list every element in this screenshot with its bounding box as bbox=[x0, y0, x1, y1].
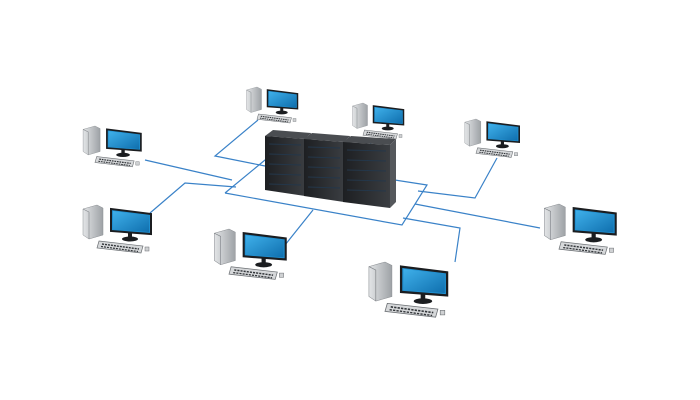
tower-case bbox=[246, 86, 262, 113]
tower-case bbox=[82, 125, 101, 156]
cable-line bbox=[149, 182, 237, 214]
desktop-computer-icon bbox=[82, 125, 142, 168]
mouse bbox=[439, 310, 446, 316]
tower-case bbox=[214, 228, 236, 265]
tower-case bbox=[368, 261, 393, 302]
mouse bbox=[292, 118, 297, 122]
mouse bbox=[398, 134, 403, 138]
desktop-computer-icon bbox=[544, 203, 617, 255]
tower-case bbox=[544, 203, 566, 240]
desktop-computer-icon bbox=[464, 118, 521, 158]
cable-line bbox=[284, 209, 314, 246]
server-rack-icon bbox=[343, 136, 396, 208]
mouse bbox=[144, 246, 150, 252]
network-cables bbox=[144, 119, 541, 263]
mouse bbox=[135, 161, 140, 166]
cable-line bbox=[224, 159, 428, 226]
cable-line bbox=[417, 157, 498, 199]
mouse bbox=[279, 272, 284, 278]
desktop-computer-icon bbox=[368, 261, 449, 318]
tower-case bbox=[464, 118, 481, 147]
cable-line bbox=[402, 217, 461, 263]
tower-case bbox=[352, 102, 368, 129]
mouse bbox=[514, 152, 518, 157]
workstations bbox=[82, 86, 617, 318]
tower-case bbox=[82, 204, 104, 240]
desktop-computer-icon bbox=[246, 86, 299, 124]
desktop-computer-icon bbox=[214, 228, 287, 280]
cable-line bbox=[213, 119, 266, 167]
mouse bbox=[609, 247, 614, 253]
desktop-computer-icon bbox=[352, 102, 405, 140]
desktop-computer-icon bbox=[82, 204, 152, 254]
cable-line bbox=[414, 203, 541, 229]
server-cluster bbox=[265, 130, 396, 208]
cable-line bbox=[144, 159, 233, 181]
